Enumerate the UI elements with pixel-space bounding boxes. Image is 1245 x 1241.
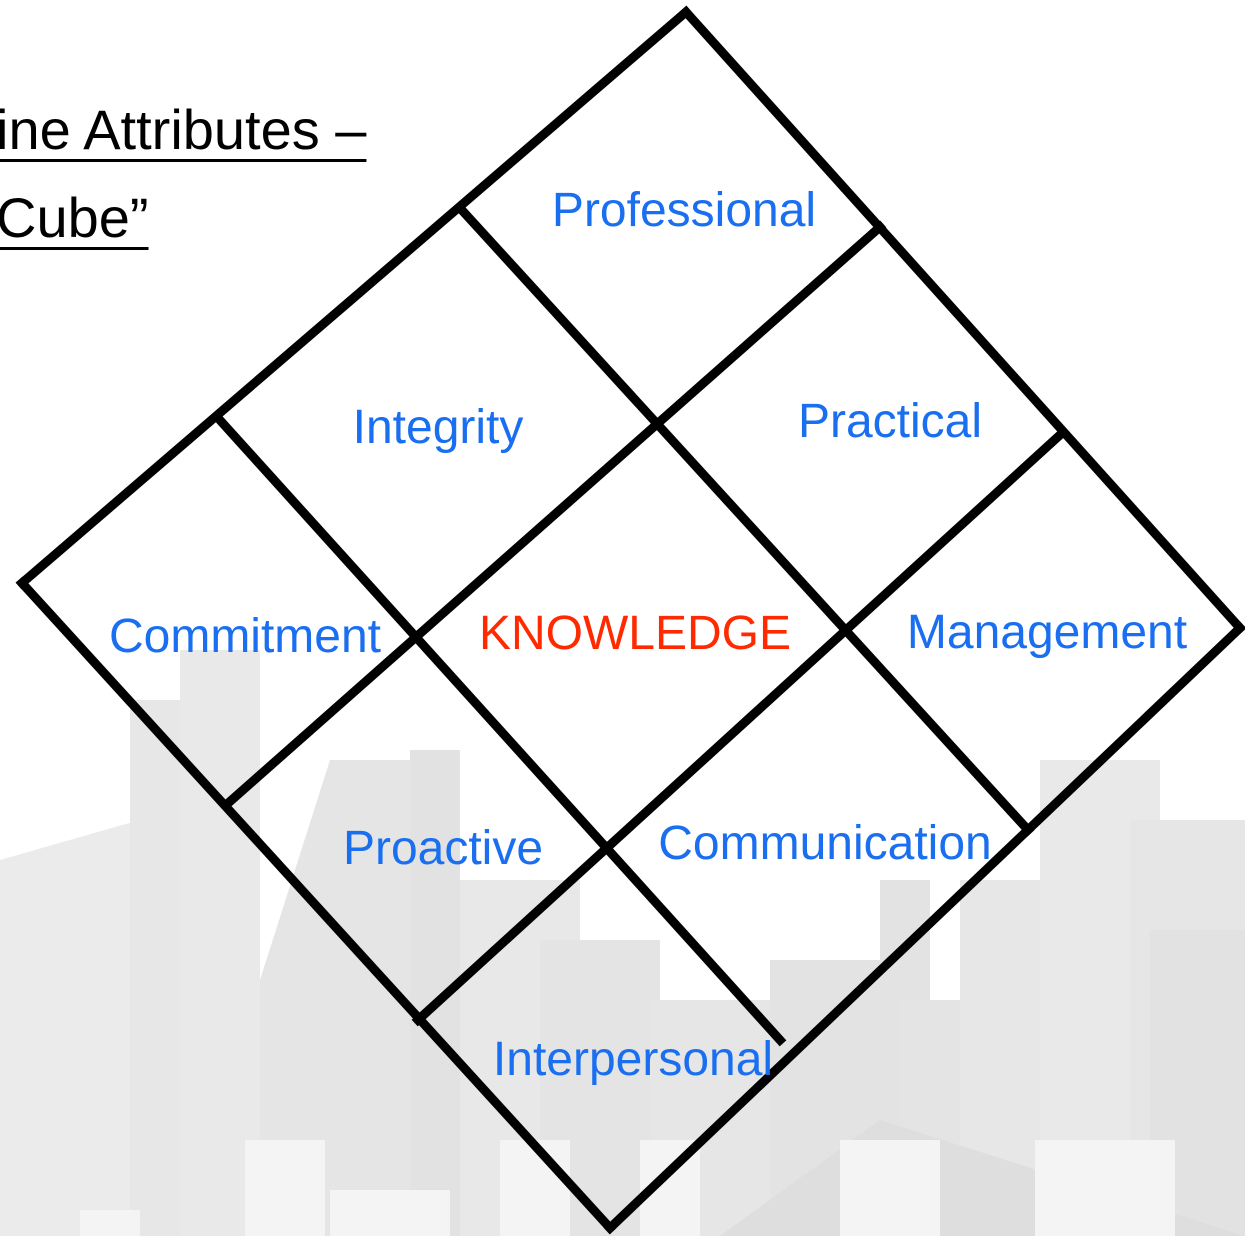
cell-label-integrity: Integrity	[353, 401, 524, 454]
cube-labels: Professional Integrity Practical Commitm…	[109, 184, 1187, 1086]
outer-edge-bottom-right	[603, 621, 1245, 1235]
cell-label-commitment: Commitment	[109, 610, 381, 663]
grid-line-se-1	[453, 201, 1035, 837]
cell-label-knowledge: KNOWLEDGE	[479, 607, 791, 660]
cell-label-communication: Communication	[658, 817, 991, 870]
cell-label-proactive: Proactive	[343, 822, 543, 875]
grid-line-se-2	[211, 411, 787, 1047]
outer-edge-top-left	[15, 5, 693, 590]
title-line-1: ine Attributes –	[0, 98, 367, 161]
cell-label-practical: Practical	[798, 395, 982, 448]
grid-line-ne-2	[411, 428, 1067, 1027]
outer-edge-top-right	[679, 5, 1245, 635]
title-line-2: Cube”	[0, 186, 149, 249]
slide-title: ine Attributes – Cube”	[0, 86, 366, 262]
cell-label-management: Management	[907, 606, 1187, 659]
grid-line-ne-1	[219, 220, 887, 812]
cube-grid-lines	[15, 5, 1245, 1235]
skyline-windows	[80, 1140, 1175, 1236]
outer-edge-bottom-left	[15, 576, 617, 1235]
cell-label-interpersonal: Interpersonal	[493, 1033, 773, 1086]
cell-label-professional: Professional	[552, 184, 816, 237]
